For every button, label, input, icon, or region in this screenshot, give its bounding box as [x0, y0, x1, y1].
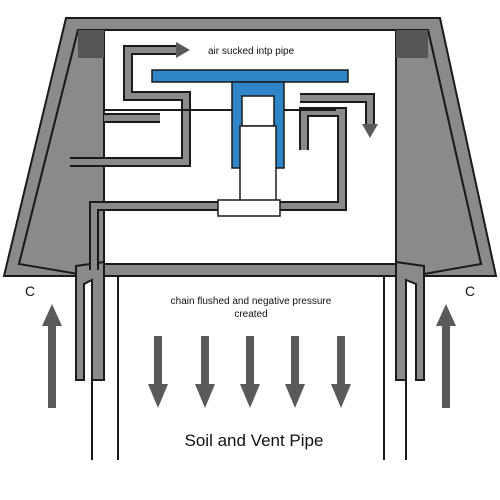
- arrow-down-5: [331, 336, 351, 408]
- bottom-title: Soil and Vent Pipe: [185, 431, 324, 450]
- arrow-down-4: [285, 336, 305, 408]
- right-c-label: C: [465, 283, 475, 299]
- arrow-up-right: [436, 304, 456, 408]
- inner-wall-left-cap: [78, 30, 104, 58]
- fitting-base: [217, 199, 281, 217]
- down-arrows: [148, 336, 351, 408]
- duct-arrowhead-right: [362, 124, 378, 138]
- arrow-down-3: [240, 336, 260, 408]
- valve-top-bar: [151, 69, 349, 83]
- arrow-down-1: [148, 336, 168, 408]
- duct-lower: [91, 203, 104, 270]
- duct-exit: [300, 95, 373, 124]
- left-c-label: C: [25, 283, 35, 299]
- pipe-wall-right: [395, 260, 425, 381]
- valve-stem-inner: [241, 95, 275, 127]
- middle-note-line1: chain flushed and negative pressure: [171, 296, 332, 307]
- top-note: air sucked intp pipe: [208, 46, 295, 57]
- duct-sample: [70, 47, 189, 165]
- duct-arrowhead-top: [176, 42, 190, 58]
- middle-note-line2: created: [234, 309, 267, 320]
- fitting-stem: [239, 125, 277, 203]
- duct-right: [280, 109, 345, 209]
- inner-wall-right-cap: [396, 30, 428, 58]
- arrow-down-2: [195, 336, 215, 408]
- pipe-wall-left: [75, 260, 105, 381]
- arrow-up-left: [42, 304, 62, 408]
